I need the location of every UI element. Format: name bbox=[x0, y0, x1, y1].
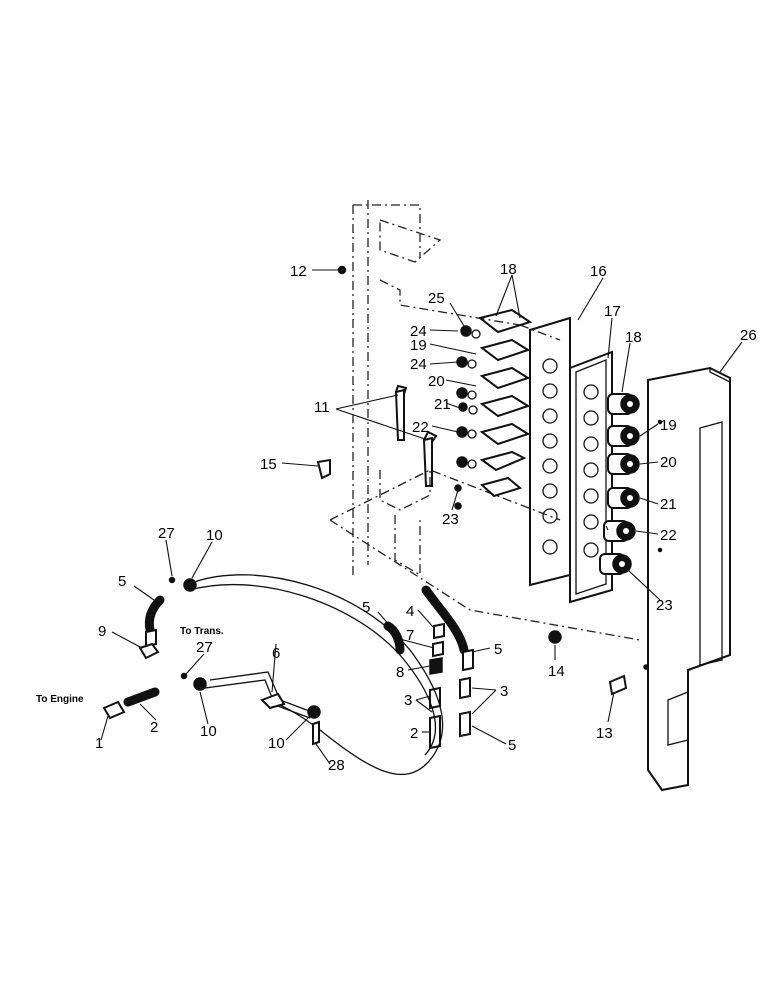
callout-20-left: 20 bbox=[428, 373, 445, 390]
callout-18-right: 18 bbox=[625, 329, 642, 346]
callout-11: 11 bbox=[314, 399, 330, 416]
note-to-engine: To Engine bbox=[36, 694, 84, 705]
callout-12: 12 bbox=[290, 263, 307, 280]
callout-3-right: 3 bbox=[500, 683, 508, 700]
misc-fasteners bbox=[548, 630, 649, 696]
callout-labels: 12 18 16 17 18 26 25 24 19 24 20 21 11 2… bbox=[36, 261, 757, 774]
coupler-23 bbox=[599, 553, 632, 575]
callout-24-top: 24 bbox=[410, 323, 427, 340]
callout-17: 17 bbox=[604, 303, 621, 320]
callout-25: 25 bbox=[428, 290, 445, 307]
vertical-hoses bbox=[383, 585, 469, 655]
callout-15: 15 bbox=[260, 456, 277, 473]
small-fittings bbox=[337, 265, 481, 510]
callout-13: 13 bbox=[596, 725, 613, 742]
callout-21-right: 21 bbox=[660, 496, 677, 513]
callout-27-top: 27 bbox=[158, 525, 175, 542]
left-hose-assemblies bbox=[102, 576, 321, 746]
callout-7: 7 bbox=[406, 627, 414, 644]
callout-9: 9 bbox=[98, 623, 106, 640]
callout-22-left: 22 bbox=[412, 419, 429, 436]
mounting-plate bbox=[529, 316, 571, 587]
callout-28: 28 bbox=[328, 757, 345, 774]
coupler-20 bbox=[607, 453, 640, 475]
coupler-22 bbox=[603, 520, 636, 542]
callout-8: 8 bbox=[396, 664, 404, 681]
callout-10-bottom: 10 bbox=[268, 735, 285, 752]
bracket-clips bbox=[477, 308, 533, 498]
callout-23-right: 23 bbox=[656, 597, 673, 614]
leader-lines bbox=[100, 269, 743, 765]
callout-20-right: 20 bbox=[660, 454, 677, 471]
frame-column-phantom bbox=[329, 200, 641, 641]
callout-18-top: 18 bbox=[500, 261, 517, 278]
callout-5-right-top: 5 bbox=[494, 641, 502, 658]
callout-2-middle: 2 bbox=[410, 725, 418, 742]
callout-4: 4 bbox=[406, 603, 414, 620]
callout-24-bottom: 24 bbox=[410, 356, 427, 373]
gasket bbox=[569, 350, 613, 604]
callout-6: 6 bbox=[272, 645, 280, 662]
callout-5-right-bottom: 5 bbox=[508, 737, 516, 754]
callout-19-right: 19 bbox=[660, 417, 677, 434]
callout-5-middle: 5 bbox=[362, 599, 370, 616]
coupler-18 bbox=[607, 393, 640, 415]
callout-3-left: 3 bbox=[404, 692, 412, 709]
callout-19-left: 19 bbox=[410, 337, 427, 354]
callout-23-left: 23 bbox=[442, 511, 459, 528]
callout-16: 16 bbox=[590, 263, 607, 280]
callout-5-left: 5 bbox=[118, 573, 126, 590]
quick-couplers bbox=[599, 393, 640, 575]
callout-10-top: 10 bbox=[206, 527, 223, 544]
callout-26: 26 bbox=[740, 327, 757, 344]
callout-10-middle: 10 bbox=[200, 723, 217, 740]
cover-panel bbox=[647, 366, 731, 792]
callout-14: 14 bbox=[548, 663, 565, 680]
fitting-stack-right bbox=[459, 648, 474, 738]
note-to-trans: To Trans. bbox=[180, 626, 224, 637]
elbow-fittings bbox=[316, 384, 438, 487]
callout-21-left: 21 bbox=[434, 396, 451, 413]
coupler-19 bbox=[607, 425, 640, 447]
callout-1: 1 bbox=[95, 735, 103, 752]
callout-22-right: 22 bbox=[660, 527, 677, 544]
callout-2-left: 2 bbox=[150, 719, 158, 736]
coupler-21 bbox=[607, 487, 640, 509]
callout-27-middle: 27 bbox=[196, 639, 213, 656]
